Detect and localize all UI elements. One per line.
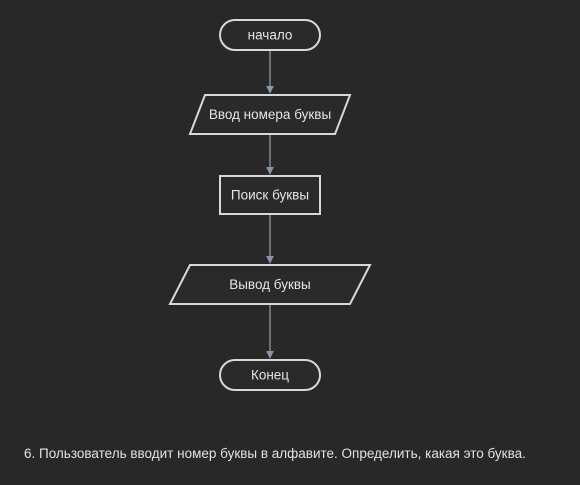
start-node: начало [219,19,321,51]
process-node-label: Поиск буквы [231,188,309,203]
output-node-label: Вывод буквы [229,277,311,292]
start-node-label: начало [248,28,293,43]
flowchart-diagram: начало Ввод номера буквы Поиск буквы Выв… [168,19,372,391]
input-node: Ввод номера буквы [188,94,352,135]
task-caption: 6. Пользователь вводит номер буквы в алф… [24,446,526,461]
output-node: Вывод буквы [168,264,372,305]
process-node: Поиск буквы [219,175,321,215]
end-node: Конец [219,359,321,391]
end-node-label: Конец [251,368,289,383]
input-node-label: Ввод номера буквы [209,107,331,122]
